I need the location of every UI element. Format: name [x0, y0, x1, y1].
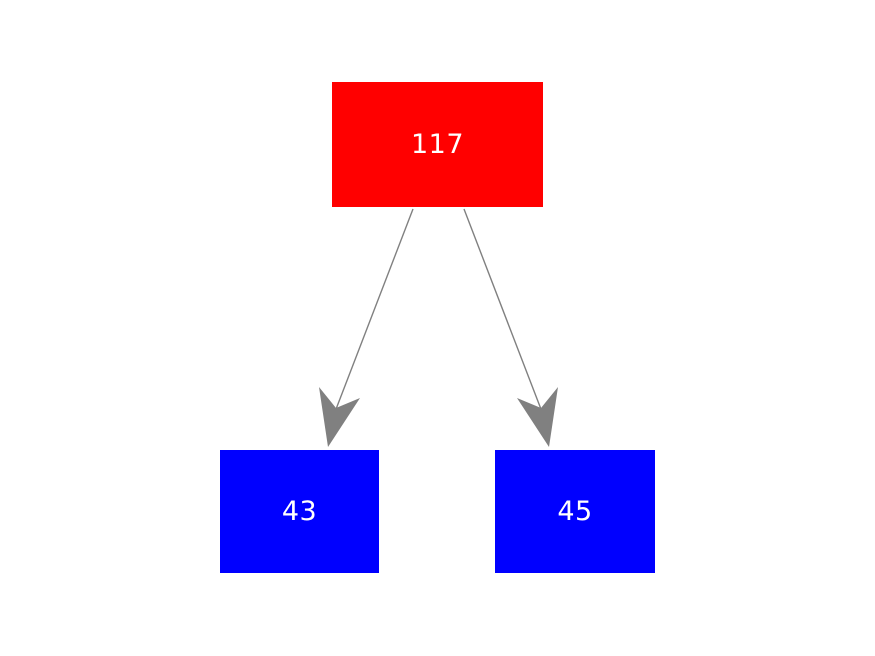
arrowhead-root-right [517, 387, 558, 447]
arrowhead-root-left [319, 387, 360, 447]
node-root-117[interactable]: 117 [332, 82, 543, 207]
node-label-right: 45 [557, 496, 593, 527]
edge-root-to-left[interactable] [319, 208, 414, 447]
node-child-45[interactable]: 45 [495, 450, 655, 573]
edge-root-to-right[interactable] [463, 208, 558, 447]
node-label-root: 117 [410, 129, 465, 160]
edge-line-root-left [332, 208, 414, 418]
edge-line-root-right [463, 208, 545, 418]
node-child-43[interactable]: 43 [220, 450, 379, 573]
node-label-left: 43 [281, 496, 318, 527]
